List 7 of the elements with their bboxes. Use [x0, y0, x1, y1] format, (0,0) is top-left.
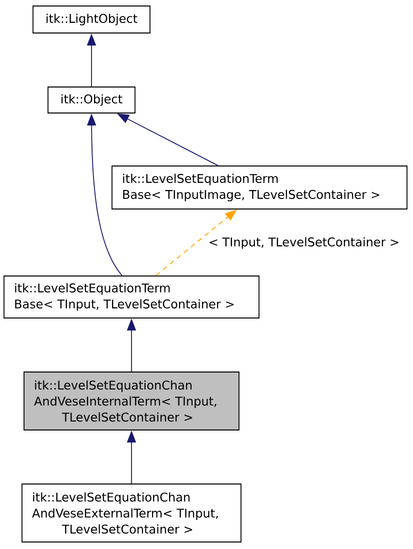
class-box: itk::LevelSetEquationTerm Base< TInput, TLevelSetContainer > [4, 276, 260, 318]
class-box: itk::LevelSetEquationTerm Base< TInputImage, TLevelSetContainer > [112, 166, 408, 210]
class-box: itk::Object [48, 86, 136, 114]
class-box: itk::LevelSetEquationChan AndVeseExternalTerm< TInput, TLevelSetContainer > [22, 484, 242, 542]
edge-label: < TInput, TLevelSetContainer > [207, 236, 401, 250]
class-box: itk::LightObject [32, 6, 150, 34]
class-box: itk::LevelSetEquationChan AndVeseInternalTerm< TInput, TLevelSetContainer > [24, 372, 240, 430]
